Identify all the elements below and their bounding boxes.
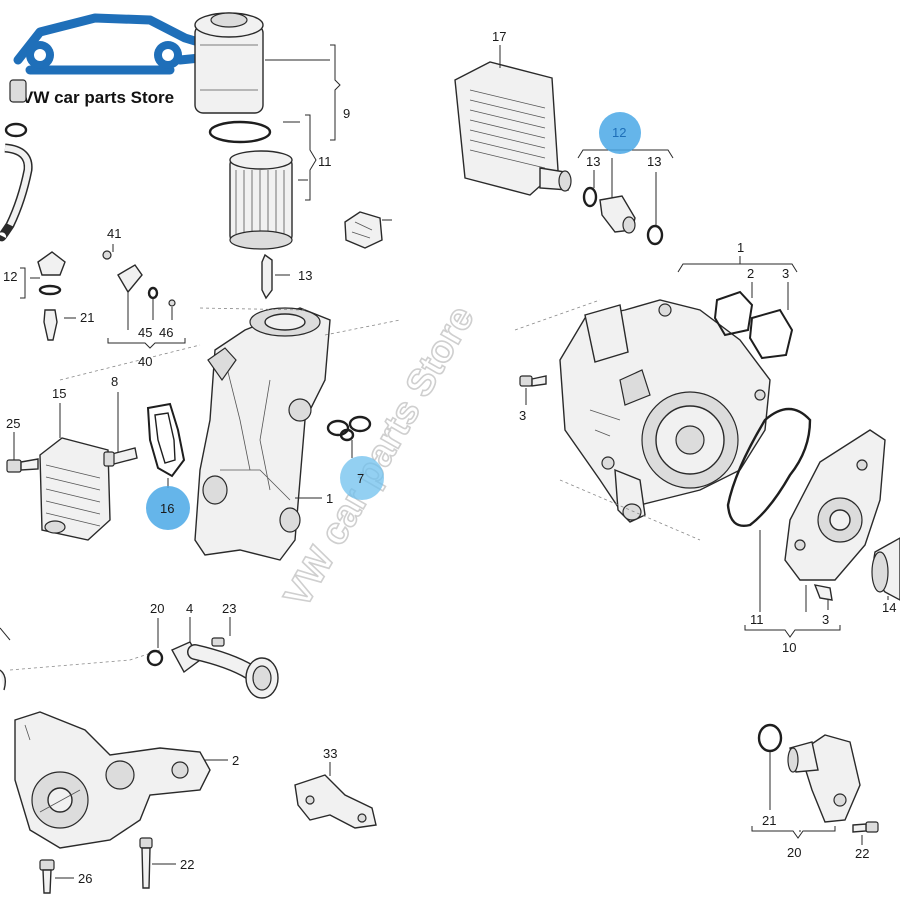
callout-number: 11 bbox=[318, 154, 332, 169]
callout-number: 1 bbox=[737, 240, 744, 255]
callout-number: 20 bbox=[150, 601, 164, 616]
oil-filter-bracket-part bbox=[194, 307, 331, 561]
oil-filter-housing-part bbox=[194, 12, 293, 250]
callout-number: 15 bbox=[52, 386, 66, 401]
sensor-bracket-part bbox=[102, 250, 176, 307]
bolt-part bbox=[519, 375, 547, 387]
gasket-part bbox=[713, 290, 794, 360]
callout-number: 8 bbox=[111, 374, 118, 389]
clip-part bbox=[344, 211, 383, 249]
highlight-callout-12 bbox=[599, 112, 641, 154]
callout-number: 13 bbox=[586, 154, 600, 169]
bolt-part bbox=[852, 821, 879, 833]
callout-number: 9 bbox=[343, 106, 350, 121]
cap-part bbox=[871, 537, 900, 601]
oil-cooler-part bbox=[39, 437, 111, 541]
bracket-part bbox=[294, 774, 377, 829]
callout-number: 21 bbox=[762, 813, 776, 828]
callout-number: 2 bbox=[232, 753, 239, 768]
callout-number: 13 bbox=[298, 268, 312, 283]
callout-number: 14 bbox=[882, 600, 896, 615]
callout-number: 17 bbox=[492, 29, 506, 44]
callout-number: 22 bbox=[855, 846, 869, 861]
callout-number: 13 bbox=[647, 154, 661, 169]
callout-number: 12 bbox=[3, 269, 17, 284]
coolant-pump-housing-part bbox=[559, 299, 771, 523]
callout-number: 11 bbox=[750, 612, 764, 627]
connecting-tube-part bbox=[582, 186, 664, 246]
store-name: VW car parts Store bbox=[22, 88, 174, 107]
gasket-part bbox=[146, 402, 186, 478]
bolt-part bbox=[103, 447, 138, 467]
callout-number: 21 bbox=[80, 310, 94, 325]
callout-number: 23 bbox=[222, 601, 236, 616]
callout-number: 10 bbox=[782, 640, 796, 655]
bolt-part bbox=[813, 584, 833, 601]
callout-number: 3 bbox=[519, 408, 526, 423]
callout-number: 33 bbox=[323, 746, 337, 761]
oil-pump-part bbox=[14, 711, 211, 849]
thermostat-housing-part bbox=[757, 723, 861, 823]
callout-number: 25 bbox=[6, 416, 20, 431]
o-ring-part bbox=[326, 415, 372, 442]
callout-number: 16 bbox=[160, 501, 174, 516]
sensor-part bbox=[261, 253, 273, 300]
o-ring-part bbox=[726, 407, 812, 527]
callout-number: 7 bbox=[357, 471, 364, 486]
temperature-sender-part bbox=[37, 251, 66, 341]
callout-number: 41 bbox=[107, 226, 121, 241]
callout-number: 3 bbox=[822, 612, 829, 627]
callout-number: 45 bbox=[138, 325, 152, 340]
bolt-part bbox=[6, 458, 39, 473]
callout-number: 40 bbox=[138, 354, 152, 369]
bolt-part bbox=[39, 837, 153, 894]
callout-number: 20 bbox=[787, 845, 801, 860]
callout-number: 12 bbox=[612, 125, 626, 140]
callout-number: 2 bbox=[747, 266, 754, 281]
pump-cover-part bbox=[784, 429, 886, 581]
callout-number: 3 bbox=[782, 266, 789, 281]
car-wrench-logo-icon bbox=[13, 13, 210, 75]
callout-number: 46 bbox=[159, 325, 173, 340]
callout-number: 26 bbox=[78, 871, 92, 886]
callout-number: 22 bbox=[180, 857, 194, 872]
oil-cooler-part bbox=[454, 61, 572, 196]
oil-suction-pipe-part bbox=[146, 637, 279, 699]
highlight-callout-7 bbox=[340, 456, 384, 500]
highlight-callout-16 bbox=[146, 486, 190, 530]
callout-number: 1 bbox=[326, 491, 333, 506]
callout-number: 4 bbox=[186, 601, 193, 616]
